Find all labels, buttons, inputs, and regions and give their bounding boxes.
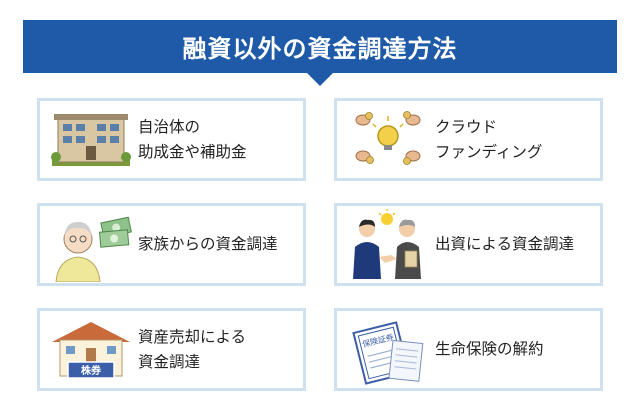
card-label: 自治体の 助成金や補助金 [138, 117, 247, 161]
house-sale-icon: 株券 [52, 322, 130, 379]
family-money-icon [55, 216, 132, 282]
building-icon [51, 114, 131, 166]
card-label: 家族からの資金調達 [138, 235, 278, 253]
card-life-insurance-cancel: 保険証券 生命保険の解約 [334, 308, 603, 391]
insurance-document-icon: 保険証券 [352, 321, 424, 385]
page-title: 融資以外の資金調達方法 [182, 35, 458, 63]
banner-pointer [307, 73, 333, 86]
card-label: 出資による資金調達 [435, 235, 575, 253]
card-family-funding: 家族からの資金調達 [37, 203, 306, 286]
card-asset-sale: 株券 資産売却による 資金調達 [37, 308, 306, 391]
house-sign-text: 株券 [81, 364, 102, 377]
crowd-hands-icon [355, 111, 421, 165]
card-label: 資産売却による 資金調達 [138, 327, 247, 371]
header-banner: 融資以外の資金調達方法 [23, 20, 617, 73]
card-investment-funding: 出資による資金調達 [334, 203, 603, 286]
card-label: クラウド ファンディング [435, 117, 543, 161]
card-local-subsidy: 自治体の 助成金や補助金 [37, 98, 306, 181]
card-crowdfunding: クラウド ファンディング [334, 98, 603, 181]
card-label: 生命保険の解約 [435, 340, 544, 358]
handshake-investor-icon [353, 209, 421, 279]
